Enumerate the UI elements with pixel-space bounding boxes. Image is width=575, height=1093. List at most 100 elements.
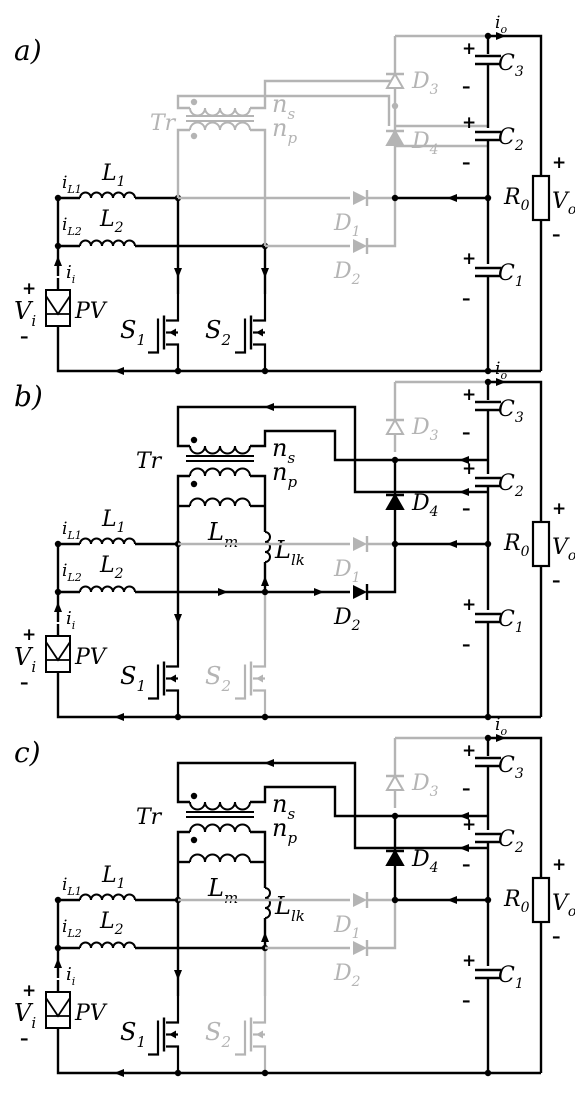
current-arrow: [174, 268, 182, 278]
label-D4: D4: [411, 491, 439, 520]
label-Vi: Vi: [14, 643, 36, 676]
plus-sign: +: [462, 951, 476, 971]
label-Llk-subscript: lk: [291, 551, 305, 569]
minus-sign: –: [462, 499, 471, 519]
wire: [250, 474, 267, 532]
label-S1: S1: [120, 1018, 146, 1051]
label-D3: D3: [411, 415, 439, 444]
label-io-subscript: o: [500, 369, 507, 382]
label-iL2-subscript: L2: [66, 927, 81, 940]
label-io: io: [495, 359, 507, 382]
label-Vo: Vo: [552, 189, 575, 218]
label-iL2: iL2: [62, 917, 82, 940]
current-arrow: [459, 812, 469, 820]
label-Tr: Tr: [136, 449, 163, 474]
label-D3-subscript: 3: [430, 784, 439, 800]
current-arrow: [114, 1069, 124, 1077]
label-Vo-subscript: o: [568, 548, 575, 564]
label-R0-subscript: 0: [521, 544, 530, 560]
current-arrow: [496, 734, 506, 742]
mosfet-drain: [166, 996, 180, 1024]
label-ii-subscript: i: [72, 273, 76, 286]
label-C3: C3: [498, 753, 524, 782]
label-S2-subscript: 2: [220, 677, 231, 695]
minus-sign: –: [20, 327, 29, 347]
label-D1: D1: [333, 913, 361, 942]
label-R0-subscript: 0: [521, 198, 530, 214]
mosfet-source: [253, 1045, 267, 1073]
label-C2-subscript: 2: [514, 840, 524, 856]
wire: [368, 198, 397, 248]
label-S1: S1: [120, 316, 146, 349]
label-C3-subscript: 3: [515, 766, 524, 782]
current-arrow: [459, 456, 469, 464]
label-Vo: Vo: [552, 891, 575, 920]
junction-dot: [190, 436, 198, 444]
plus-sign: +: [22, 279, 36, 299]
label-D3-subscript: 3: [430, 82, 439, 98]
plus-sign: +: [462, 385, 476, 405]
junction-dot: [54, 896, 62, 904]
label-np-subscript: p: [287, 129, 297, 147]
label-L1-subscript: 1: [117, 174, 126, 190]
label-D2: D2: [333, 605, 361, 634]
inductor-coil: [79, 585, 136, 593]
plus-sign: +: [462, 741, 476, 761]
plus-sign: +: [462, 815, 476, 835]
label-np-subscript: p: [287, 473, 297, 491]
mosfet-source: [166, 689, 180, 717]
label-R0: R0: [503, 185, 530, 214]
junction-dot: [484, 1069, 492, 1077]
diode-symbol: [353, 191, 367, 205]
mosfet-drain: [253, 640, 267, 668]
label-np: np: [272, 814, 297, 847]
junction-dot: [54, 540, 62, 548]
label-D4-subscript: 4: [429, 142, 439, 158]
label-Llk: Llk: [274, 536, 305, 569]
diode-symbol: [385, 417, 405, 435]
label-L1-subscript: 1: [117, 520, 126, 536]
current-arrow: [447, 896, 457, 904]
minus-sign: –: [462, 991, 471, 1011]
label-D2-subscript: 2: [351, 272, 361, 288]
wire: [250, 830, 267, 888]
label-Vo-subscript: o: [568, 904, 575, 920]
label-D1: D1: [333, 211, 361, 240]
transformer-winding: [189, 445, 251, 455]
minus-sign: –: [462, 77, 471, 97]
label-L1: L1: [101, 863, 126, 892]
label-D4: D4: [411, 847, 439, 876]
junction-dot: [190, 792, 198, 800]
plus-sign: +: [22, 981, 36, 1001]
label-io-subscript: o: [500, 725, 507, 738]
current-arrow: [459, 844, 469, 852]
wire: [176, 474, 190, 544]
label-Lm-subscript: m: [224, 889, 238, 907]
label-iL2: iL2: [62, 215, 82, 238]
current-arrow: [54, 602, 62, 612]
label-L2: L2: [99, 909, 124, 938]
current-arrow: [459, 488, 469, 496]
current-arrow: [174, 614, 182, 624]
wire: [250, 79, 395, 110]
wire: [56, 672, 541, 719]
current-arrow: [496, 32, 506, 40]
label-L1-subscript: 1: [117, 876, 126, 892]
inductor-coil: [79, 941, 136, 949]
label-S1-subscript: 1: [136, 677, 146, 695]
junction-dot: [484, 378, 492, 386]
label-D3: D3: [411, 69, 439, 98]
junction-dot: [174, 367, 182, 375]
label-Vo: Vo: [552, 535, 575, 564]
label-C2-subscript: 2: [514, 484, 524, 500]
label-C3: C3: [498, 51, 524, 80]
junction-dot: [484, 194, 492, 202]
label-L1: L1: [101, 161, 126, 190]
current-arrow: [174, 970, 182, 980]
label-C2: C2: [498, 471, 524, 500]
panel-label: b): [14, 380, 43, 413]
pv-panel: [45, 991, 71, 1029]
label-D2-subscript: 2: [351, 974, 361, 990]
